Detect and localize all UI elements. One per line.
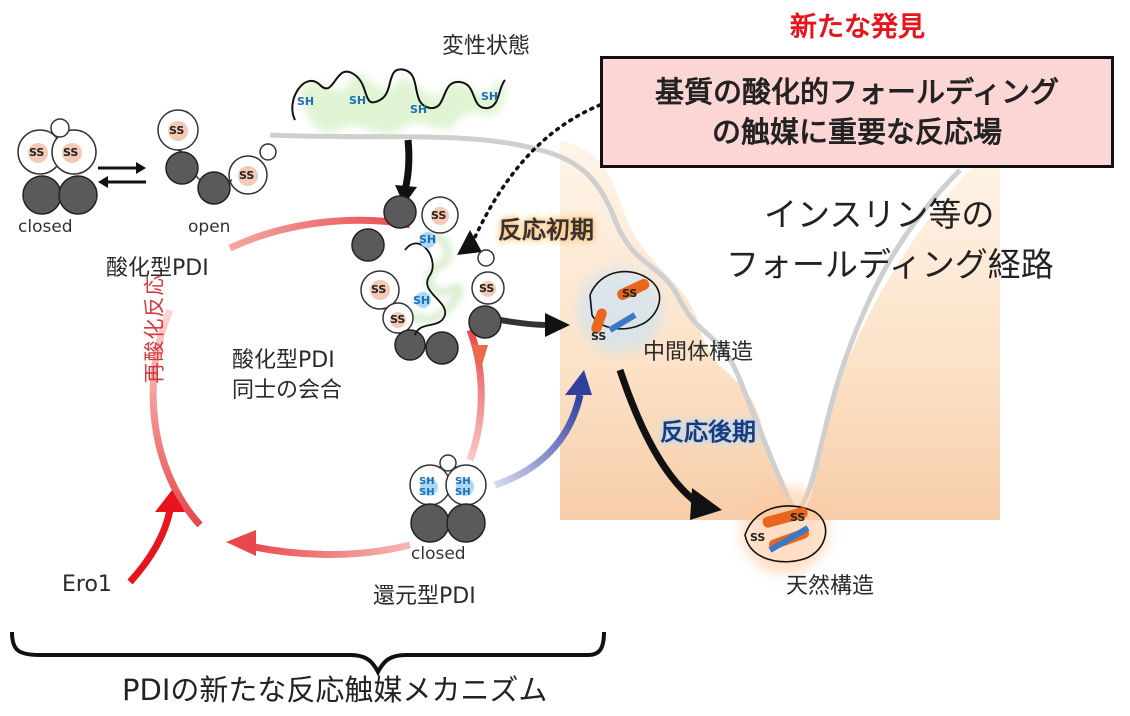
new-finding-label: 新たな発見	[790, 12, 925, 43]
late-arrow	[616, 368, 703, 508]
sh-tag: SH	[419, 476, 435, 487]
early-phase-label: 反応初期	[498, 216, 594, 244]
association-label-1: 酸化型PDI	[232, 348, 335, 373]
cycle-right-arc	[466, 328, 485, 462]
denatured-label: 変性状態	[442, 34, 531, 59]
blue-arrow-head	[565, 370, 592, 395]
ero1-arrow-head	[155, 490, 185, 512]
reduced-closed-label: closed	[411, 544, 466, 564]
to-intermediate-head	[545, 313, 570, 337]
sh-tag: SH	[297, 95, 315, 108]
sh-tag: SH	[413, 294, 431, 307]
sh-tag: SH	[455, 476, 471, 487]
equilibrium-arrows	[98, 162, 146, 188]
landscape-fill	[560, 140, 1000, 520]
pdi-closed-reduced	[409, 454, 487, 543]
denature-arrow-head	[395, 185, 417, 205]
sh-tag: SH	[419, 487, 435, 498]
pdi-associated-cluster	[351, 195, 505, 365]
ss-tag: SS	[371, 283, 387, 296]
cycle-left-arc	[149, 308, 203, 528]
highlight-box: 基質の酸化的フォールディング の触媒に重要な反応場	[600, 56, 1114, 168]
reoxidation-label: 再酸化反応	[142, 273, 167, 384]
sh-tag: SH	[349, 94, 367, 107]
pdi-cycle	[149, 216, 488, 558]
ss-tag: SS	[790, 511, 806, 524]
cycle-bottom-arc	[244, 541, 411, 558]
ss-tag: SS	[390, 313, 406, 326]
cycle-bottom-head	[226, 530, 256, 556]
native-structure	[741, 486, 829, 574]
denature-arrow	[401, 139, 413, 191]
denatured-chain	[291, 68, 506, 135]
ss-tag: SS	[622, 287, 638, 300]
ss-tag: SS	[169, 124, 185, 137]
sh-tag: SH	[481, 90, 499, 103]
ss-tag: SS	[63, 146, 79, 159]
cycle-right-head	[472, 345, 488, 372]
ss-tag: SS	[750, 531, 766, 544]
pdi-closed-oxidized	[17, 118, 98, 215]
ss-tag: SS	[239, 169, 255, 182]
ss-tag: SS	[431, 209, 447, 222]
late-arrow-head	[690, 488, 722, 520]
intermediate-structure	[578, 268, 662, 352]
bottom-brace	[10, 631, 606, 677]
mechanism-caption: PDIの新たな反応触媒メカニズム	[122, 673, 548, 707]
blue-arrow	[493, 394, 584, 489]
sh-tag: SH	[419, 233, 437, 246]
ss-tag: SS	[591, 330, 607, 343]
highlight-line-1: 基質の酸化的フォールディング	[655, 74, 1059, 109]
native-label: 天然構造	[786, 574, 875, 599]
highlight-line-2: の触媒に重要な反応場	[711, 115, 1002, 149]
pdi-open-oxidized	[157, 109, 277, 205]
sh-tag: SH	[410, 103, 428, 116]
oxidized-pdi-label: 酸化型PDI	[106, 256, 209, 281]
closed-label: closed	[18, 217, 73, 237]
reduced-pdi-label: 還元型PDI	[373, 584, 476, 609]
ss-tag: SS	[29, 146, 45, 159]
late-phase-label: 反応後期	[660, 418, 756, 446]
ero1-arrow	[127, 509, 174, 585]
intermediate-label: 中間体構造	[643, 340, 754, 365]
pathway-title-2: フォールディング経路	[726, 245, 1054, 284]
dotted-pointer	[468, 103, 602, 250]
ero1-label: Ero1	[62, 572, 112, 597]
pathway-title-1: インスリン等の	[764, 195, 995, 234]
association-label-2: 同士の会合	[232, 378, 343, 403]
dotted-pointer-head	[457, 230, 482, 255]
sh-tag: SH	[455, 487, 471, 498]
open-label: open	[188, 217, 231, 237]
ss-tag: SS	[479, 282, 495, 295]
